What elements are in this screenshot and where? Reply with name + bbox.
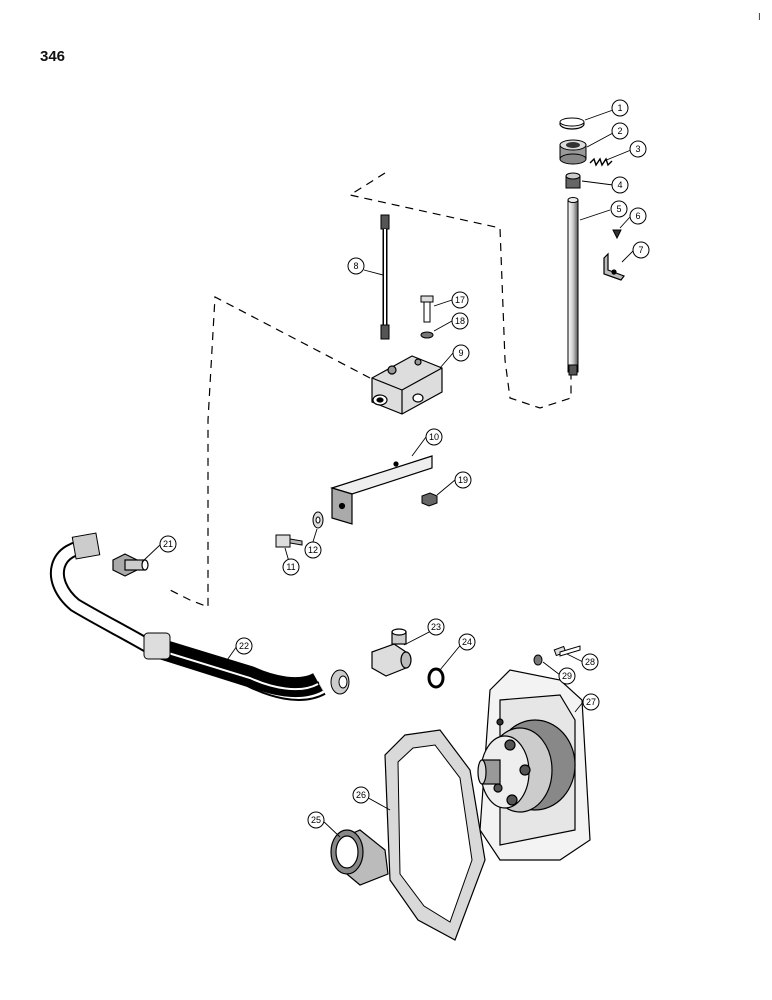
part-rod <box>567 197 579 376</box>
callout-3: 3 <box>629 140 647 158</box>
svg-text:2: 2 <box>617 126 622 136</box>
part-seal-ring <box>330 829 389 886</box>
callout-18: 18 <box>451 312 469 330</box>
part-o-ring <box>427 667 445 689</box>
svg-text:24: 24 <box>462 637 472 647</box>
svg-text:10: 10 <box>429 432 439 442</box>
corner-mark: I <box>758 12 761 23</box>
callout-8: 8 <box>347 257 365 275</box>
part-screw <box>612 229 622 240</box>
callout-23: 23 <box>427 618 445 636</box>
svg-text:4: 4 <box>617 180 622 190</box>
callout-12: 12 <box>304 541 322 559</box>
svg-text:9: 9 <box>458 348 463 358</box>
part-bolt-17 <box>420 295 434 323</box>
assembly-guide-lines <box>169 172 572 608</box>
part-bracket <box>603 252 625 281</box>
svg-text:25: 25 <box>311 815 321 825</box>
svg-text:6: 6 <box>635 211 640 221</box>
svg-text:3: 3 <box>635 144 640 154</box>
part-fitting-21 <box>112 553 149 577</box>
callout-28: 28 <box>581 653 599 671</box>
callout-6: 6 <box>629 207 647 225</box>
callout-22: 22 <box>235 637 253 655</box>
callout-10: 10 <box>425 428 443 446</box>
svg-text:12: 12 <box>308 545 318 555</box>
page-number: 346 <box>40 48 66 65</box>
svg-text:26: 26 <box>356 790 366 800</box>
callout-21: 21 <box>159 535 177 553</box>
svg-text:1: 1 <box>617 103 622 113</box>
callout-19: 19 <box>454 471 472 489</box>
svg-text:8: 8 <box>353 261 358 271</box>
callout-29: 29 <box>558 667 576 685</box>
svg-text:28: 28 <box>585 657 595 667</box>
callout-9: 9 <box>452 344 470 362</box>
svg-text:18: 18 <box>455 316 465 326</box>
callout-24: 24 <box>458 633 476 651</box>
callout-1: 1 <box>611 99 629 117</box>
svg-text:21: 21 <box>163 539 173 549</box>
callout-25: 25 <box>307 811 325 829</box>
svg-text:7: 7 <box>638 245 643 255</box>
part-plug <box>565 172 581 189</box>
callout-17: 17 <box>451 291 469 309</box>
svg-text:17: 17 <box>455 295 465 305</box>
part-bolt-11 <box>275 534 303 548</box>
callout-11: 11 <box>282 558 300 576</box>
svg-text:22: 22 <box>239 641 249 651</box>
svg-text:23: 23 <box>431 622 441 632</box>
part-valve-block <box>371 355 443 415</box>
svg-text:27: 27 <box>586 697 596 707</box>
part-gasket <box>384 729 486 941</box>
part-cap <box>559 117 585 130</box>
part-pump <box>477 669 591 861</box>
svg-text:11: 11 <box>286 562 295 572</box>
part-angle-bracket <box>329 455 433 525</box>
svg-text:5: 5 <box>616 204 621 214</box>
callout-27: 27 <box>582 693 600 711</box>
part-spring <box>589 157 613 167</box>
callouts: 1 2 3 4 5 6 7 8 9 10 11 12 17 18 19 21 2… <box>159 99 650 829</box>
callout-5: 5 <box>610 200 628 218</box>
svg-text:29: 29 <box>562 671 572 681</box>
callout-7: 7 <box>632 241 650 259</box>
part-washer-29 <box>533 654 543 666</box>
part-washer-18 <box>420 331 434 339</box>
callout-2: 2 <box>611 122 629 140</box>
part-elbow-fitting <box>371 628 412 677</box>
part-nut-19 <box>421 492 438 507</box>
callout-26: 26 <box>352 786 370 804</box>
svg-text:19: 19 <box>458 475 468 485</box>
part-collar <box>559 139 587 165</box>
part-hose <box>50 532 350 701</box>
callout-leaders <box>141 109 634 838</box>
callout-4: 4 <box>611 176 629 194</box>
part-washer-12 <box>312 511 324 529</box>
part-bolt-28 <box>553 645 581 657</box>
part-control-rod <box>380 214 390 340</box>
